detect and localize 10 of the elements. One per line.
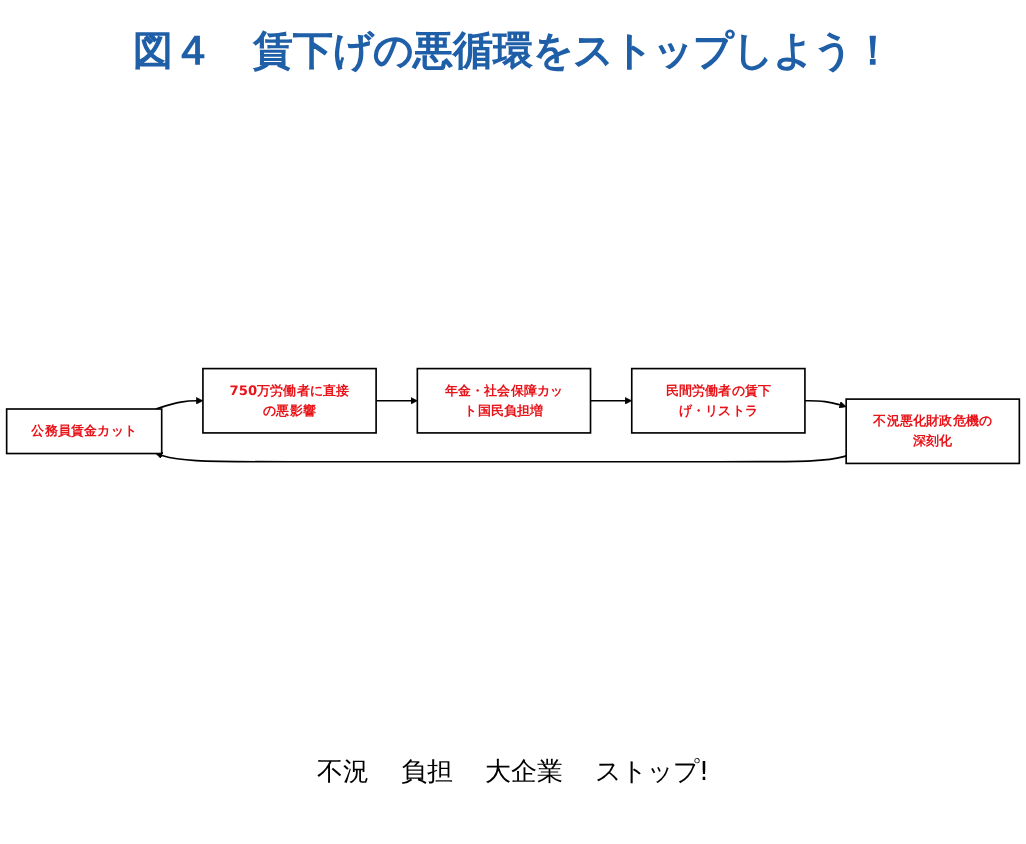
title: 図４ 賃下げの悪循環をストップしよう！ bbox=[131, 24, 895, 78]
drawing-caption: 負担 bbox=[400, 756, 453, 790]
drawing-caption: 大企業 bbox=[484, 756, 563, 790]
arrow bbox=[589, 397, 633, 405]
arrow bbox=[155, 452, 847, 463]
arrow bbox=[375, 397, 418, 405]
arrow bbox=[804, 399, 847, 409]
drawing-caption: ストップ! bbox=[594, 756, 710, 790]
arrow bbox=[154, 397, 204, 410]
drawing-caption: 不況 bbox=[316, 756, 369, 790]
